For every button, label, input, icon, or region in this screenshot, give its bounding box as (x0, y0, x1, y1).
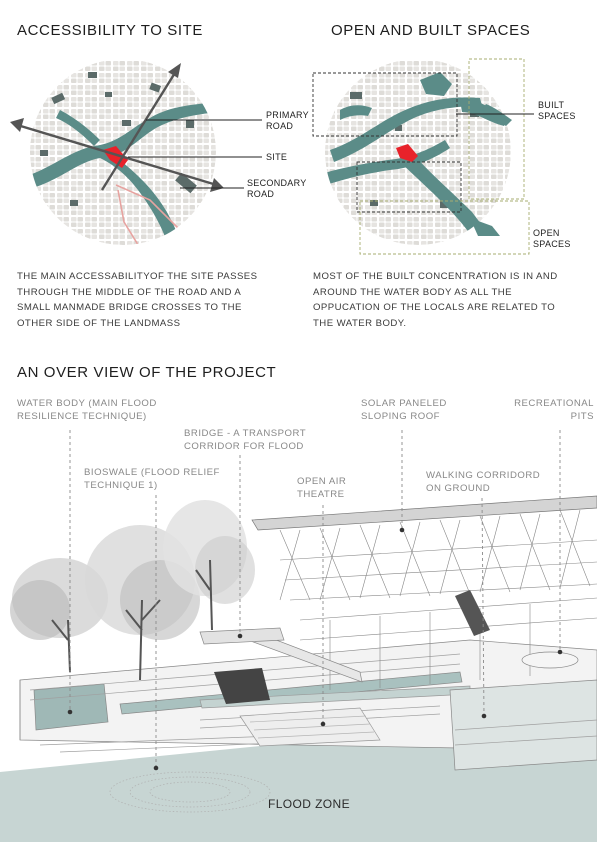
road-arrows (13, 67, 221, 191)
label-secondary-road: SECONDARY ROAD (247, 178, 307, 199)
flood-zone-ground (0, 740, 597, 842)
callout-walking-corridor: WALKING CORRIDORD ON GROUND (426, 470, 541, 494)
access-title: ACCESSIBILITY TO SITE (17, 22, 203, 39)
spaces-map (325, 59, 511, 245)
callout-bridge: BRIDGE - A TRANSPORT CORRIDOR FOR FLOOD (184, 428, 307, 452)
built-box-1 (312, 72, 458, 137)
overview-title: AN OVER VIEW OF THE PROJECT (17, 364, 277, 381)
built-box-2 (356, 161, 462, 213)
label-built-spaces: BUILT SPACES (538, 100, 576, 121)
callout-water-body: WATER BODY (MAIN FLOOD RESILIENCE TECHNI… (17, 398, 157, 422)
spaces-title: OPEN AND BUILT SPACES (331, 22, 531, 39)
callout-solar-roof: SOLAR PANELED SLOPING ROOF (361, 398, 447, 422)
project-overview-drawing (0, 495, 597, 842)
label-primary-road: PRIMARY ROAD (266, 110, 309, 131)
open-box-1 (468, 58, 525, 200)
callout-recreational-pits: RECREATIONAL PITS (514, 398, 594, 422)
callout-bioswale: BIOSWALE (FLOOD RELIEF TECHNIQUE 1) (84, 467, 220, 491)
solar-roof (251, 495, 597, 531)
callout-leaders (69, 430, 561, 768)
flood-zone-label: FLOOD ZONE (268, 797, 351, 811)
open-box-2 (359, 200, 530, 255)
trees (10, 500, 255, 681)
callout-dots (67, 527, 563, 771)
spaces-caption: MOST OF THE BUILT CONCENTRATION IS IN AN… (313, 271, 558, 329)
label-site: SITE (266, 152, 288, 162)
callout-theatre: OPEN AIR THEATRE (297, 476, 347, 500)
access-caption: THE MAIN ACCESSABILITYOF THE SITE PASSES… (17, 271, 258, 329)
access-map (30, 59, 216, 245)
label-open-spaces: OPEN SPACES (533, 228, 571, 249)
